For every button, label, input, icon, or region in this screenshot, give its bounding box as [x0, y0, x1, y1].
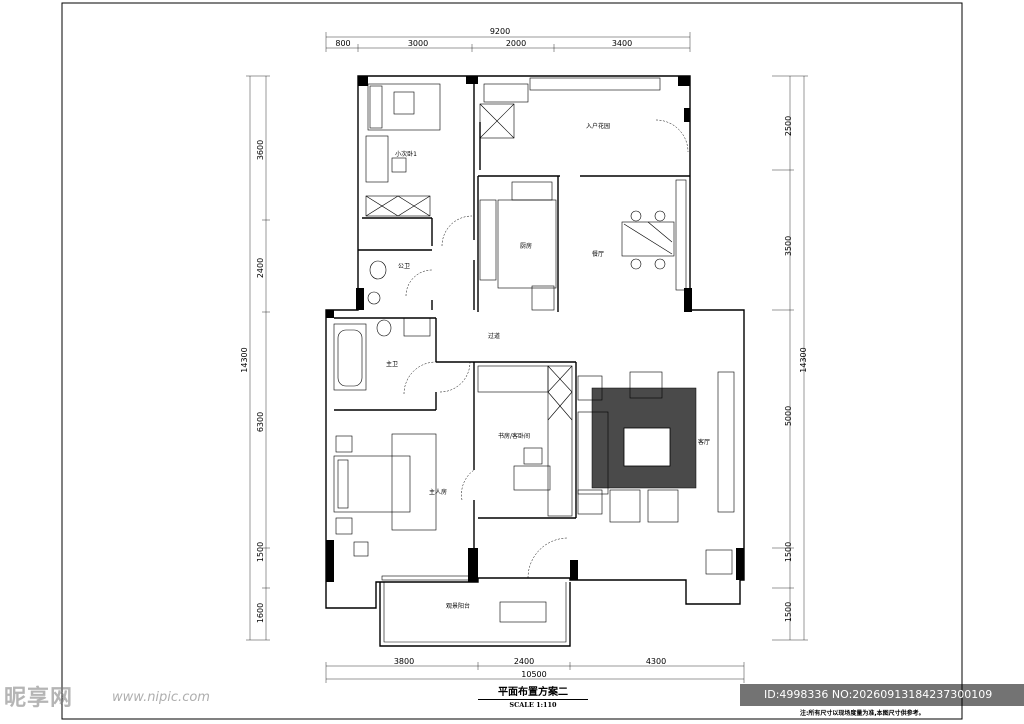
label-kitchen: 厨房: [520, 242, 532, 250]
label-secondary-bedroom: 小次卧1: [395, 150, 417, 158]
dim-left-total: 14300: [240, 347, 249, 372]
dim-top-seg-1: 800: [335, 39, 350, 48]
dim-bottom-seg-1: 3800: [394, 657, 414, 666]
label-dining: 餐厅: [592, 250, 604, 258]
dimension-left: 14300 3600 2400 6300 1500 1600: [240, 75, 270, 641]
dim-bottom-seg-3: 4300: [646, 657, 666, 666]
dim-left-seg-3: 6300: [256, 412, 265, 432]
columns: [326, 76, 744, 582]
label-corridor: 过道: [488, 332, 500, 340]
dim-top-total: 9200: [490, 27, 510, 36]
label-entrance-garden: 入户花园: [586, 122, 610, 130]
dimension-bottom: 3800 2400 4300 10500: [325, 657, 745, 683]
title-block: 平面布置方案二 SCALE 1:110: [478, 683, 588, 709]
plan-note: 注:所有尺寸以现场度量为准,本图尺寸供参考。: [800, 710, 925, 717]
dimension-top: 9200 800 3000 2000 3400: [325, 27, 691, 52]
dim-left-seg-1: 3600: [256, 140, 265, 160]
room-labels: 小次卧1 公卫 入户花园 厨房 餐厅 过道 主卫 书房/客卧间 主人房 客厅 观…: [386, 122, 710, 610]
dim-bottom-total: 10500: [521, 670, 546, 679]
plan-title: 平面布置方案二: [478, 683, 588, 700]
dim-left-seg-4: 1500: [256, 542, 265, 562]
dim-top-seg-4: 3400: [612, 39, 632, 48]
dim-right-seg-5: 1500: [784, 602, 793, 622]
dim-right-seg-3: 5000: [784, 406, 793, 426]
label-public-bath: 公卫: [398, 263, 410, 270]
watermark-id: ID:4998336 NO:20260913184237300109: [764, 688, 993, 701]
furniture: [333, 77, 735, 623]
dim-right-seg-1: 2500: [784, 116, 793, 136]
label-master-bath: 主卫: [386, 360, 398, 368]
label-master-bedroom: 主人房: [429, 488, 447, 496]
dim-right-total: 14300: [799, 347, 808, 372]
label-living: 客厅: [698, 438, 710, 446]
label-study: 书房/客卧间: [498, 432, 530, 440]
watermark-logo: 昵享网: [4, 686, 74, 711]
dim-top-seg-2: 3000: [408, 39, 428, 48]
watermark-url: www.nipic.com: [112, 690, 210, 705]
dim-top-seg-3: 2000: [506, 39, 526, 48]
plan-scale: SCALE 1:110: [509, 701, 557, 709]
label-balcony: 观景阳台: [446, 602, 470, 610]
sheet-border: [61, 2, 963, 720]
dim-left-seg-5: 1600: [256, 603, 265, 623]
dim-left-seg-2: 2400: [256, 258, 265, 278]
doors: [403, 119, 689, 579]
dimension-right: 2500 3500 5000 1500 1500 14300: [772, 75, 808, 641]
dim-right-seg-4: 1500: [784, 542, 793, 562]
dim-bottom-seg-2: 2400: [514, 657, 534, 666]
dim-right-seg-2: 3500: [784, 236, 793, 256]
watermark-bar: [740, 684, 1024, 706]
